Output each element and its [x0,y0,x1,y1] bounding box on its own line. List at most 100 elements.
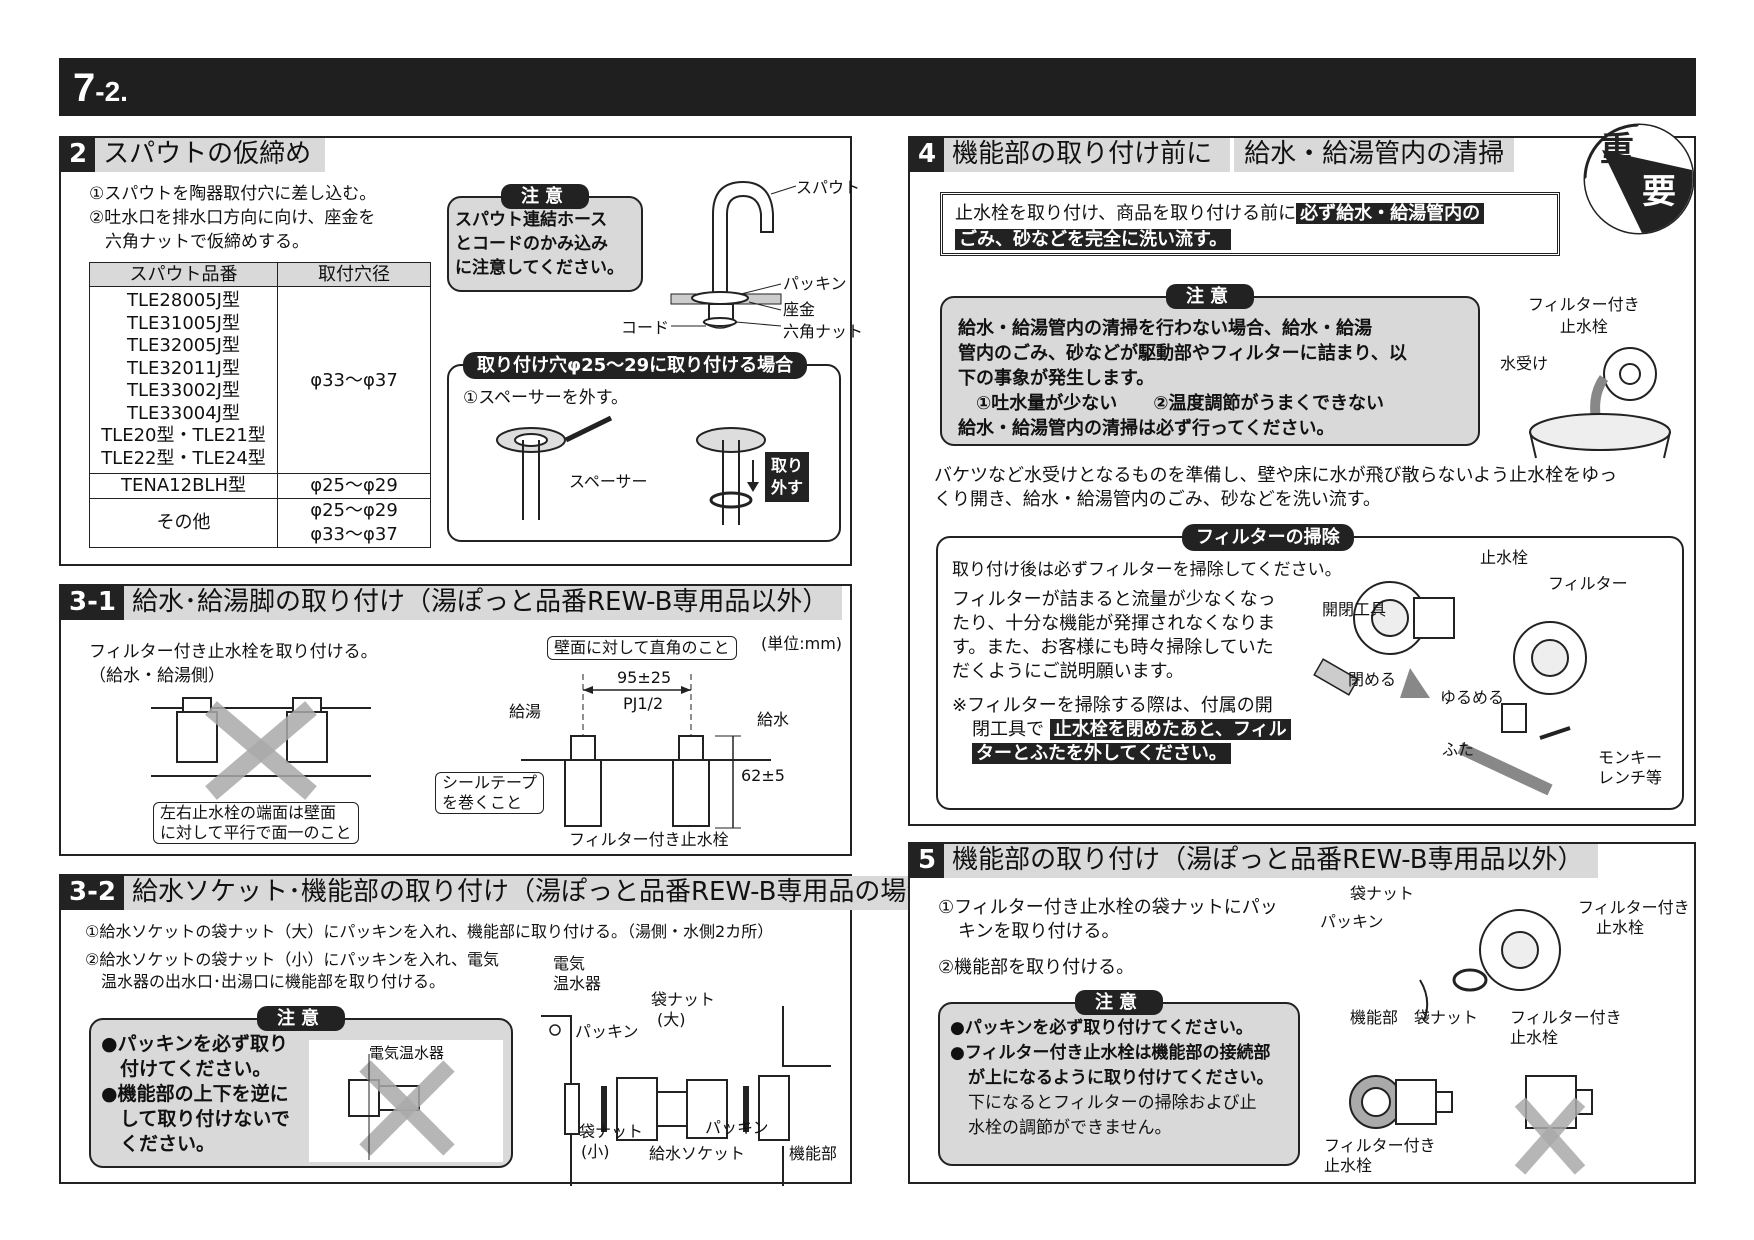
label-filter-valve: フィルター付き止水栓 [569,830,729,849]
paragraph: バケツなど水受けとなるものを準備し、壁や床に水が飛び散らないよう止水栓をゆっ [934,465,1618,486]
filter-text: 取り付け後は必ずフィルターを掃除してください。 [952,560,1342,580]
label-valve: フィルター付き止水栓 [1578,898,1690,937]
label-nut2: 袋ナット [1414,1008,1479,1027]
step-text: ②吐水口を排水口方向に向け、座金を [89,208,376,228]
label-heater-small: 電気温水器 [369,1044,445,1062]
wrong-valve-illustration [151,697,371,800]
function-attach-illustration [1349,909,1593,1175]
caution-box: 注意 ●パッキンを必ず取り 付けてください。 ●機能部の上下を逆に して取り付け… [89,1006,513,1168]
label-filter-valve: フィルター付き止水栓 [1528,295,1640,336]
label-washer: 座金 [783,300,816,319]
label-filter: フィルター [1548,574,1628,593]
step-text: ①スパウトを陶器取付穴に差し込む。 [89,184,377,204]
hole-case-step: ①スペーサーを外す。 [463,388,629,408]
socket-illustration [541,1006,831,1186]
label-function: 機能部 [1350,1008,1399,1027]
label-nut: 袋ナット [1350,884,1415,903]
caution-box: 注意 ●パッキンを必ず取り付けてください。 ●フィルター付き止水栓は機能部の接続… [938,990,1300,1166]
section-title-bar: 7-2. [59,58,1696,116]
label-packing: パッキン [783,274,847,293]
label-packing1: パッキン [575,1022,639,1041]
table-cell: TENA12BLH型 [89,473,278,499]
label-hexnut: 六角ナット [783,322,864,341]
important-badge-icon [1583,123,1695,235]
table-cell: φ25～φ29 [277,473,431,499]
label-bucket: 水受け [1500,354,1549,373]
caution-label: 注意 [257,1006,345,1032]
remove-badge: 取り外す [765,452,809,502]
filter-text: だくようにご説明願います。 [952,661,1184,682]
filter-text: 閉工具で 止水栓を閉めたあと、フィル [972,718,1291,742]
label-packing: パッキン [1320,912,1384,931]
step-text: （給水・給湯側） [89,666,225,686]
label-heater: 電気温水器 [553,954,602,993]
label-valve3: フィルター付き止水栓 [1510,1008,1622,1047]
step-text: キンを取り付ける。 [958,921,1120,942]
important-char-a: 重 [1600,130,1634,170]
paragraph: くり開き、給水・給湯管内のごみ、砂などを洗い流す。 [934,489,1381,510]
spout-illustration [670,180,797,329]
step-text: 温水器の出水口･出湯口に機能部を取り付ける。 [101,972,446,991]
table-cell: φ33～φ37 [277,286,431,475]
table-header: 取付穴径 [277,261,431,288]
label-loosen: ゆるめる [1440,688,1505,707]
label-nut-small: 袋ナット(小) [579,1122,644,1161]
step-text: ①フィルター付き止水栓の袋ナットにパッ [938,897,1278,918]
table-cell: TLE28005J型 TLE31005J型 TLE32005J型 TLE3201… [89,286,278,475]
label-cord: コード [621,318,670,337]
dim-width: 95±25 [617,668,672,687]
step-text: ①給水ソケットの袋ナット（大）にパッキンを入れ、機能部に取り付ける。（湯側・水側… [85,922,774,941]
label-close: 閉める [1348,670,1397,689]
label-spout: スパウト [796,178,861,197]
step-text: ②機能部を取り付ける。 [938,957,1135,978]
filter-text: たり、十分な機能が発揮されなくなりま [952,613,1276,634]
caution-label: 注意 [1075,990,1163,1016]
step-text: フィルター付き止水栓を取り付ける。 [89,642,378,662]
caution-label: 注意 [1166,284,1254,310]
label-hot: 給湯 [509,702,542,721]
wrong-orientation-figure: 電気温水器 [309,1040,503,1162]
filter-text: ※フィルターを掃除する際は、付属の開 [952,695,1273,716]
label-function: 機能部 [789,1144,838,1163]
spacer-illustration [496,415,766,525]
valve-dimension-illustration [521,674,771,829]
bucket-illustration [1529,347,1671,459]
hole-case-title: 取り付け穴φ25～29に取り付ける場合 [463,352,808,380]
unit-label: (単位:mm) [761,634,843,653]
filter-text: ターとふたを外してください。 [972,742,1231,766]
thread-label: PJ1/2 [623,694,664,713]
parallel-note: 左右止水栓の端面は壁面に対して平行で面一のこと [153,802,359,844]
label-wrench: モンキーレンチ等 [1598,748,1663,787]
important-char-b: 要 [1642,172,1676,212]
label-socket: 給水ソケット [649,1144,746,1163]
filter-text: す。また、お客様にも時々掃除していた [952,637,1274,658]
label-packing2: パッキン [705,1118,769,1137]
caution-box: 注意 スパウト連結ホース とコードのかみ込み に注意してください。 [447,184,643,292]
label-valve: 止水栓 [1480,548,1529,567]
perp-note: 壁面に対して直角のこと [547,636,737,660]
table-cell: その他 [89,497,278,548]
caution-label: 注意 [501,184,589,210]
label-nut-big: 袋ナット(大) [651,990,716,1029]
label-valve2: フィルター付き止水栓 [1324,1136,1436,1175]
filter-cleaning-illustration [1313,581,1587,796]
filter-cleaning-title: フィルターの掃除 [1182,524,1354,552]
caution-box: 注意 給水・給湯管内の清掃を行わない場合、給水・給湯 管内のごみ、砂などが駆動部… [940,284,1480,446]
step-text: 六角ナットで仮締めする。 [105,232,309,252]
label-tool: 開閉工具 [1322,600,1387,619]
dim-height: 62±5 [741,766,785,785]
filter-text: フィルターが詰まると流量が少なくなっ [952,589,1276,610]
step-text: ②給水ソケットの袋ナット（小）にパッキンを入れ、電気 [85,950,500,969]
tape-note: シールテープを巻くこと [435,772,545,814]
